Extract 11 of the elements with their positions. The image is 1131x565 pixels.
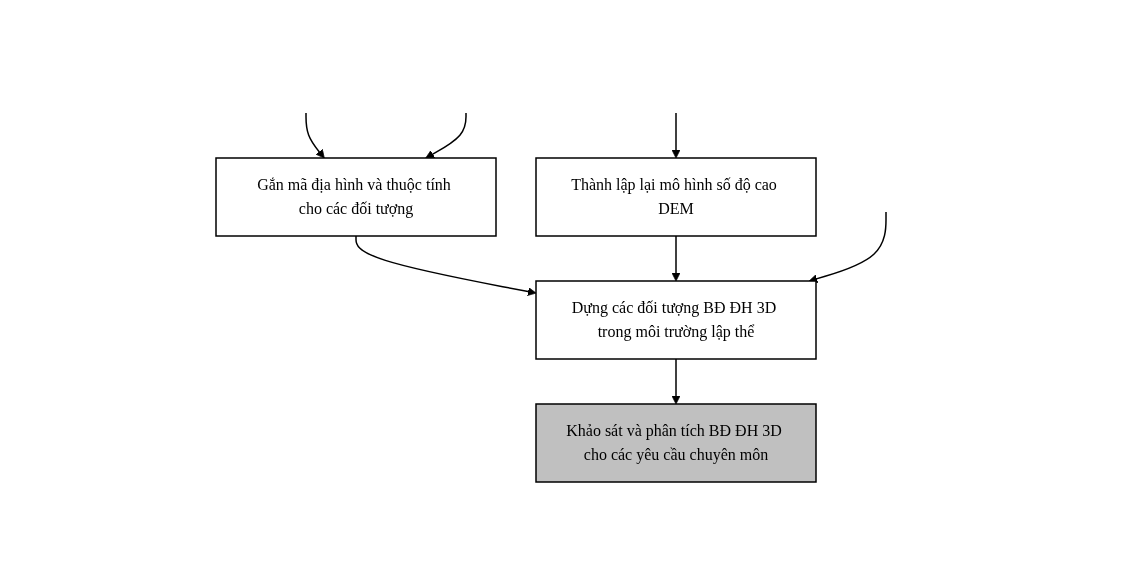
arrow: [808, 211, 887, 283]
arrow: [671, 112, 680, 159]
node-box: Thành lập lại mô hình số độ cao DEM: [534, 157, 817, 237]
arrow: [304, 112, 325, 159]
arrow: [671, 235, 680, 282]
arrow: [671, 358, 680, 405]
node-box: Khảo sát và phân tích BĐ ĐH 3D cho các yêu cầu chuyên môn: [534, 403, 817, 483]
node-box: Gắn mã địa hình và thuộc tính cho các đối tượng: [214, 157, 497, 237]
node-box: Dựng các đối tượng BĐ ĐH 3D trong môi trường lập thể: [534, 280, 817, 360]
arrow: [354, 235, 536, 296]
arrow: [424, 112, 467, 159]
